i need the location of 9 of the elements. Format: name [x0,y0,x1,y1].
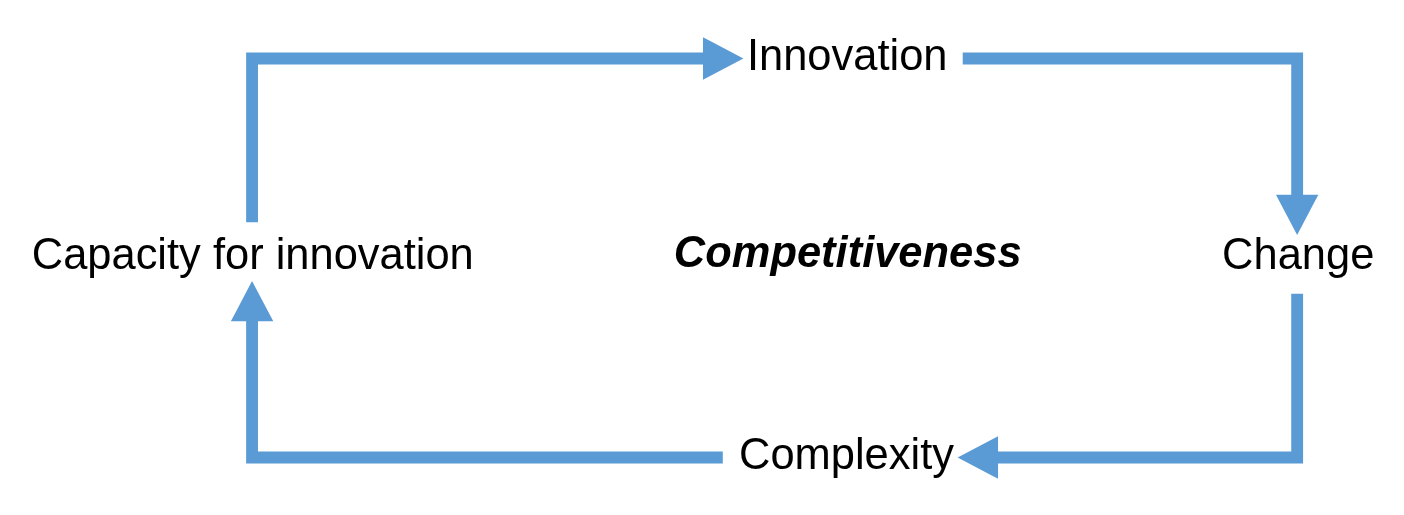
node-text: Competitiveness [673,227,1022,276]
node-text: Change [1222,229,1375,278]
arrow [246,36,744,222]
arrow [230,280,723,463]
node-text: Capacity for innovation [31,229,474,278]
node-text: Innovation [746,30,948,79]
node-text: Complexity [739,429,954,478]
arrow [962,52,1319,235]
arrow [957,293,1304,479]
